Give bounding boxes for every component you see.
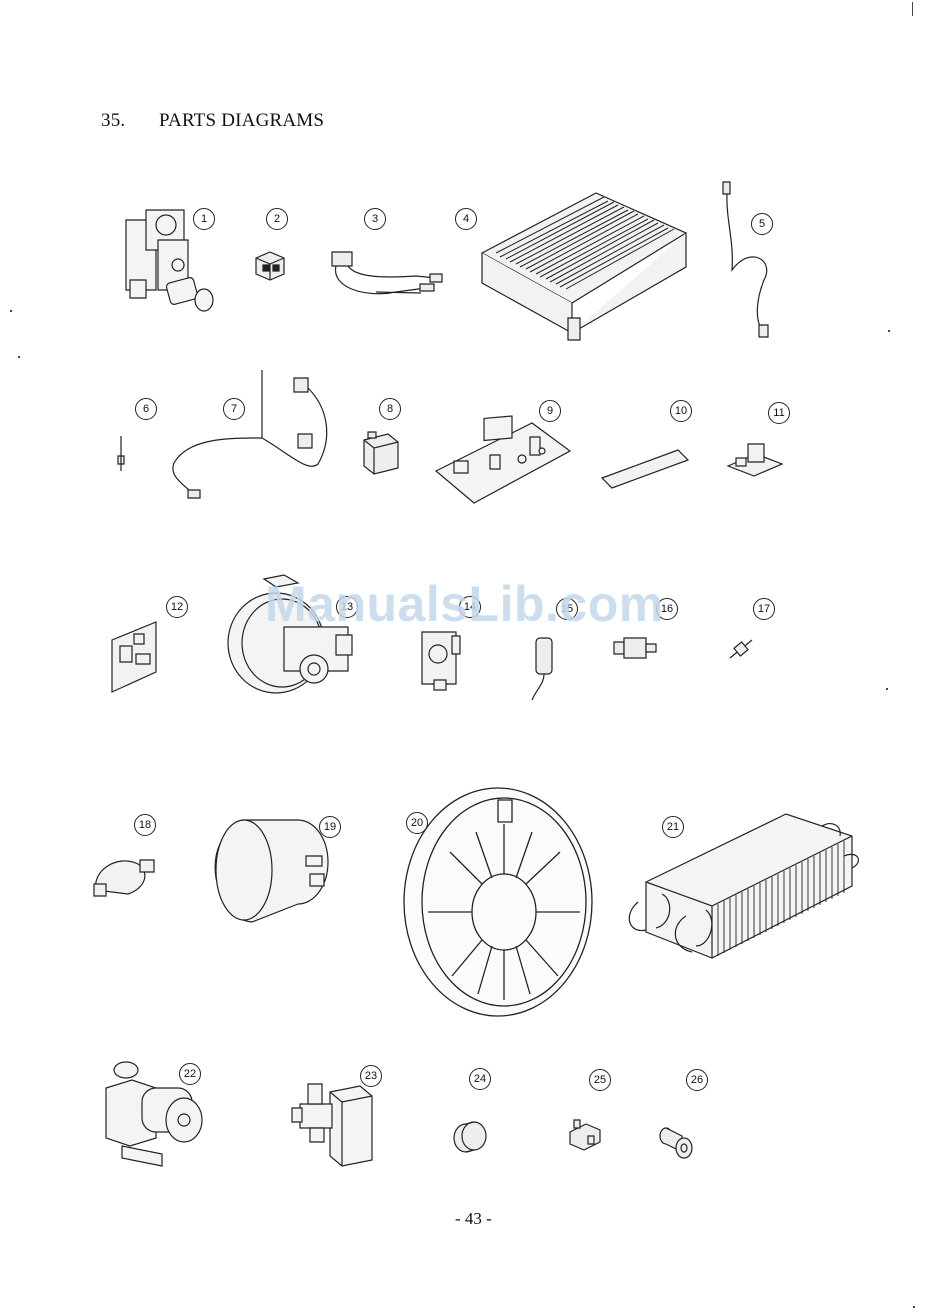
burner-assembly-icon — [476, 183, 694, 343]
callout-10: 10 — [670, 400, 692, 422]
callout-21: 21 — [662, 816, 684, 838]
fitting-icon — [656, 1124, 696, 1160]
scan-speck — [18, 356, 20, 358]
scan-speck — [886, 688, 888, 690]
pressure-switch-icon — [418, 628, 462, 692]
page-heading: 35.PARTS DIAGRAMS — [101, 110, 324, 132]
callout-14: 14 — [459, 596, 481, 618]
knob-icon — [452, 1120, 488, 1154]
callout-20: 20 — [406, 812, 428, 834]
callout-25: 25 — [589, 1069, 611, 1091]
callout-5: 5 — [751, 213, 773, 235]
callout-11: 11 — [768, 402, 790, 424]
sensor-lead-icon — [720, 180, 774, 340]
safety-valve-icon — [88, 850, 158, 898]
switch-bracket-icon — [726, 440, 784, 480]
main-pcb-icon — [432, 415, 574, 507]
electrode-icon — [114, 434, 128, 472]
callout-13: 13 — [336, 596, 358, 618]
callout-19: 19 — [319, 816, 341, 838]
scan-speck — [10, 310, 12, 312]
expansion-vessel-icon — [212, 812, 336, 928]
ignition-transformer-icon — [250, 250, 290, 282]
page-number: - 43 - — [455, 1209, 492, 1229]
relay-icon — [360, 432, 402, 476]
callout-22: 22 — [179, 1063, 201, 1085]
callout-17: 17 — [753, 598, 775, 620]
callout-24: 24 — [469, 1068, 491, 1090]
callout-15: 15 — [556, 598, 578, 620]
expansion-tank-icon — [400, 784, 596, 1020]
scan-speck — [888, 330, 890, 332]
section-number: 35. — [101, 110, 159, 132]
fan-assembly-icon — [224, 573, 360, 699]
callout-26: 26 — [686, 1069, 708, 1091]
callout-8: 8 — [379, 398, 401, 420]
flow-sensor-icon — [526, 634, 558, 702]
callout-18: 18 — [134, 814, 156, 836]
thermocouple-icon — [168, 368, 338, 502]
heat-exchanger-icon — [626, 806, 862, 966]
pcb-strip-icon — [598, 448, 692, 492]
callout-3: 3 — [364, 208, 386, 230]
thermistor-icon — [612, 636, 658, 660]
scan-speck — [912, 2, 913, 16]
callout-7: 7 — [223, 398, 245, 420]
section-title: PARTS DIAGRAMS — [159, 110, 324, 131]
scan-speck — [913, 1306, 915, 1308]
callout-4: 4 — [455, 208, 477, 230]
callout-6: 6 — [135, 398, 157, 420]
callout-16: 16 — [656, 598, 678, 620]
callout-1: 1 — [193, 208, 215, 230]
callout-2: 2 — [266, 208, 288, 230]
callout-12: 12 — [166, 596, 188, 618]
small-valve-icon — [726, 636, 758, 664]
diverter-valve-icon — [290, 1082, 374, 1168]
callout-9: 9 — [539, 400, 561, 422]
callout-23: 23 — [360, 1065, 382, 1087]
wiring-harness-icon — [326, 248, 446, 304]
control-board-icon — [110, 620, 160, 694]
micro-switch-icon — [566, 1118, 604, 1152]
